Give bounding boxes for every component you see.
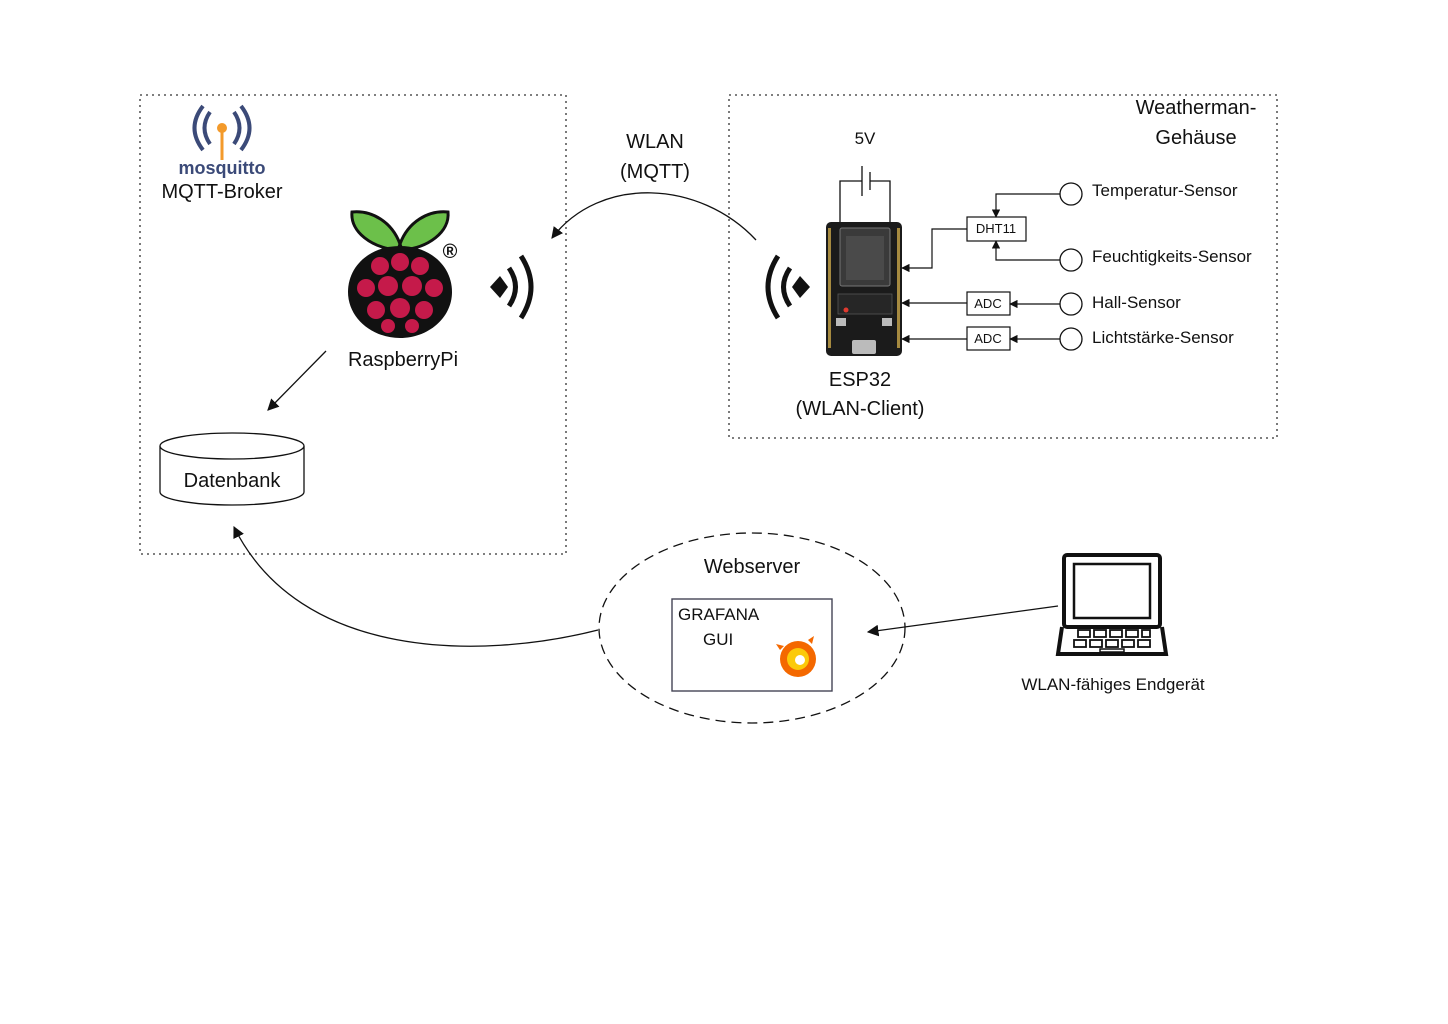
humidity-sensor-symbol bbox=[1059, 248, 1083, 272]
adc1-label: ADC bbox=[974, 296, 1001, 311]
pi-to-database-arrow bbox=[267, 350, 327, 411]
esp-to-pi-arrow bbox=[551, 192, 757, 241]
wlan-link-label-1: WLAN bbox=[626, 131, 684, 153]
webserver-ellipse bbox=[598, 532, 906, 724]
grafana-label-1: GRAFANA bbox=[678, 605, 760, 624]
enclosure-container bbox=[728, 94, 1278, 439]
device-to-webserver-arrow bbox=[866, 605, 1059, 637]
voltage-label: 5V bbox=[855, 129, 876, 148]
enclosure-title-2: Gehäuse bbox=[1155, 127, 1236, 149]
light-sensor-symbol bbox=[1059, 327, 1083, 351]
temperature-sensor-symbol bbox=[1059, 182, 1083, 206]
temperature-to-dht-line bbox=[991, 193, 1060, 218]
dht11-box bbox=[966, 216, 1027, 242]
grafana-logo bbox=[776, 636, 816, 677]
grafana-label-2: GUI bbox=[703, 630, 733, 649]
laptop-icon bbox=[1055, 553, 1169, 656]
database-cylinder bbox=[159, 432, 305, 506]
database-label: Datenbank bbox=[184, 470, 282, 492]
light-sensor-label: Lichtstärke-Sensor bbox=[1092, 328, 1234, 347]
wlan-link-label-2: (MQTT) bbox=[620, 161, 690, 183]
registered-mark: ® bbox=[443, 241, 458, 263]
raspberry-pi-label: RaspberryPi bbox=[348, 349, 458, 371]
broker-label: MQTT-Broker bbox=[161, 181, 282, 203]
hall-sensor-label: Hall-Sensor bbox=[1092, 293, 1181, 312]
mosquitto-logo: mosquitto bbox=[179, 104, 266, 178]
humidity-to-dht-line bbox=[991, 240, 1060, 261]
esp32-label-2: (WLAN-Client) bbox=[796, 398, 925, 420]
battery-symbol bbox=[839, 166, 891, 222]
temperature-sensor-label: Temperatur-Sensor bbox=[1092, 181, 1238, 200]
enclosure-title-1: Weatherman- bbox=[1136, 97, 1257, 119]
wifi-broadcast-icon bbox=[490, 254, 534, 320]
dht11-label: DHT11 bbox=[976, 221, 1016, 236]
device-label: WLAN-fähiges Endgerät bbox=[1021, 675, 1205, 694]
wifi-client-icon bbox=[765, 254, 810, 320]
raspberry-pi-logo bbox=[348, 210, 452, 338]
webserver-to-database-arrow bbox=[233, 525, 599, 647]
esp32-board bbox=[826, 222, 902, 356]
mosquitto-wordmark: mosquitto bbox=[179, 158, 266, 178]
adc2-label: ADC bbox=[974, 331, 1001, 346]
broker-container bbox=[139, 94, 567, 555]
hall-sensor-symbol bbox=[1059, 292, 1083, 316]
dht11-to-esp-line bbox=[901, 228, 967, 273]
humidity-sensor-label: Feuchtigkeits-Sensor bbox=[1092, 247, 1252, 266]
webserver-label: Webserver bbox=[704, 556, 801, 578]
esp32-label-1: ESP32 bbox=[829, 369, 891, 391]
